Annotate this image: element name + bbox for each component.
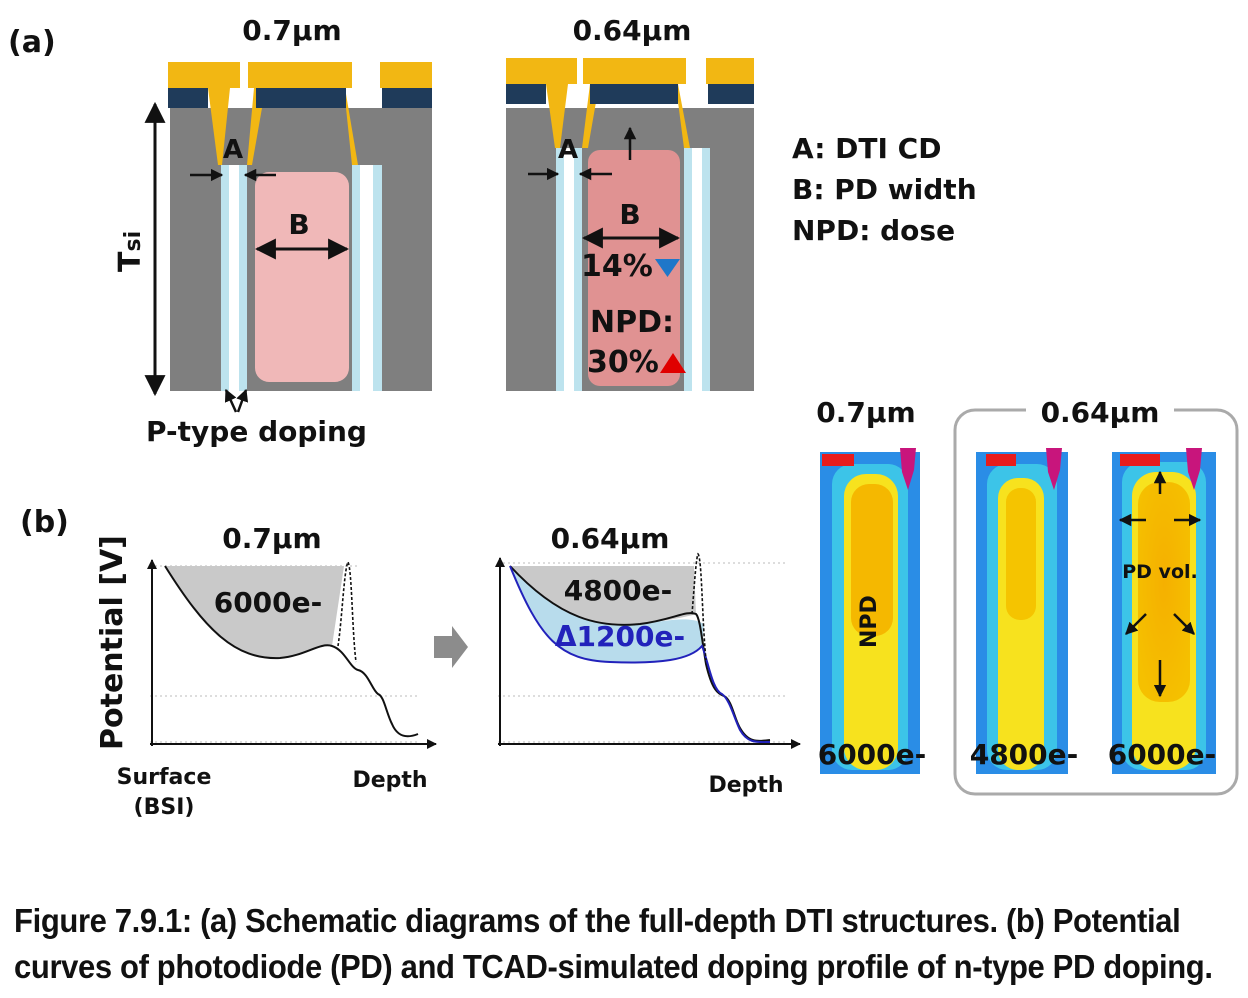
pd-vol-label: PD vol. [1122,561,1197,583]
npd-label: NPD: [590,305,674,340]
gate-layer [168,62,240,165]
svg-text:6000e-: 6000e- [214,586,323,619]
caption-line-2: curves of photodiode (PD) and TCAD-simul… [14,948,1213,985]
tsi-label: Tsi [113,231,148,272]
x-surface-label: Surface [117,765,212,790]
dti-structure-left: B A [168,62,432,391]
svg-text:0.64µm: 0.64µm [551,522,670,555]
up-triangle-icon [660,353,686,373]
svg-text:(BSI): (BSI) [134,795,195,820]
potential-curve [164,565,419,738]
right-arrow-icon [434,626,468,668]
tcad-title-group: 0.64µm [1041,396,1160,429]
pd-width-change: 14% [581,249,653,284]
tcad-pixel-0p64-a: 4800e- [970,448,1079,774]
svg-text:B: B [619,198,640,231]
svg-text:6000e-: 6000e- [818,738,927,771]
tcad-pixel-0p7: NPD 6000e- [818,448,927,774]
delta-curve [509,565,771,744]
tcad-title-left: 0.7µm [816,396,915,429]
panel-a-right-title: 0.64µm [573,14,692,47]
panel-a-left-title: 0.7µm [242,14,341,47]
svg-text:Depth: Depth [708,773,783,798]
svg-text:A: A [558,135,578,165]
dark-layer [168,88,208,108]
well-area [165,566,344,659]
figure-caption: Figure 7.9.1: (a) Schematic diagrams of … [14,898,1213,990]
delta-area [510,566,704,663]
svg-text:NPD: NPD [857,595,882,648]
svg-text:6000e-: 6000e- [1108,738,1217,771]
y-axis-label: Potential [V] [95,535,130,750]
figure-canvas: (a) 0.7µm 0.64µm B A Tsi P-type doping [8,14,1239,820]
p-type-doping-label: P-type doping [146,415,367,448]
down-triangle-icon [655,259,680,277]
legend-a: A: DTI CD [792,132,941,165]
svg-text:0.7µm: 0.7µm [222,522,321,555]
svg-text:4800e-: 4800e- [970,738,1079,771]
delta-label: Δ1200e- [555,620,685,653]
tcad-pixel-0p64-b: PD vol. 6000e- [1108,448,1217,774]
x-depth-label: Depth [352,768,427,793]
legend-b: B: PD width [792,173,977,206]
dti-structure-right: B A 14% NPD: 30% [506,58,754,391]
label-b: B [288,208,309,241]
npd-change: 30% [587,345,659,380]
photodiode-region-dense [588,150,680,386]
potential-plot-right: 0.64µm 4800e- Δ1200e- [495,522,801,749]
caption-line-1: Figure 7.9.1: (a) Schematic diagrams of … [14,902,1181,939]
label-a: A [223,135,243,165]
photodiode-region [255,172,349,382]
panel-a-label: (a) [8,25,56,60]
svg-text:4800e-: 4800e- [564,574,673,607]
panel-b-label: (b) [20,505,69,540]
legend-npd: NPD: dose [792,214,955,247]
potential-plot-left: 0.7µm 6000e- [147,522,437,749]
